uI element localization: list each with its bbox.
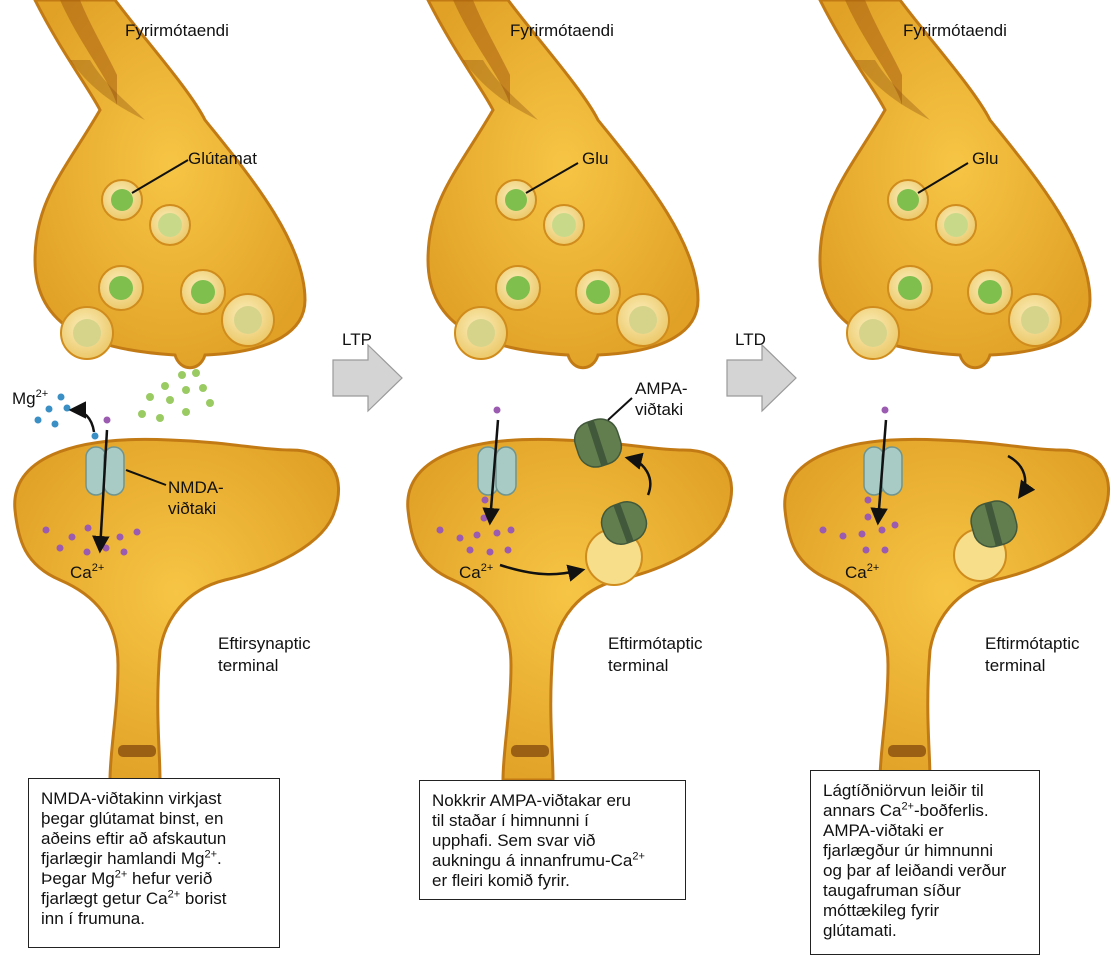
nmda-label-line1: NMDA- <box>168 478 224 497</box>
glu-label: Glu <box>582 149 608 168</box>
glutamate-label: Glútamat <box>188 149 257 168</box>
ltd-transition-arrow: LTD <box>726 330 797 413</box>
caption-line: fjarlægir hamlandi Mg2+. <box>41 848 222 868</box>
glu-label: Glu <box>972 149 998 168</box>
caption-line: og þar af leiðandi verður <box>823 861 1007 880</box>
caption-line: Þegar Mg2+ hefur verið <box>41 868 213 888</box>
presynaptic-label: Fyrirmótaendi <box>903 21 1007 40</box>
caption-line: er fleiri komið fyrir. <box>432 871 570 890</box>
ltp-transition-arrow: LTP <box>332 330 403 413</box>
panel-1-nmda: Fyrirmótaendi Glútamat Mg2+ NMDA- viðtak… <box>12 0 341 782</box>
caption-line: annars Ca2+-boðferlis. <box>823 800 989 820</box>
calcium-ions <box>819 406 899 554</box>
ampa-receptor-membrane <box>573 418 623 468</box>
caption-line: aðeins eftir að afskautun <box>41 829 227 848</box>
caption-line: NMDA-viðtakinn virkjast <box>41 789 222 808</box>
glutamate-cloud <box>138 369 214 422</box>
ampa-receptor-inserting <box>600 501 648 545</box>
postsynaptic-label-line1: Eftirmótaptic <box>608 634 703 653</box>
vesicle-group <box>60 179 275 360</box>
panel-3-ltd: Fyrirmótaendi Glu Ca2+ Eftirmótaptic ter… <box>783 0 1111 782</box>
postsynaptic-label-line2: terminal <box>985 656 1045 675</box>
postsynaptic-label-line2: terminal <box>608 656 668 675</box>
ca-label: Ca2+ <box>459 562 493 582</box>
presynaptic-label: Fyrirmótaendi <box>510 21 614 40</box>
nmda-receptor <box>85 446 125 496</box>
caption-line: þegar glútamat binst, en <box>41 809 224 828</box>
nmda-receptor <box>477 446 517 496</box>
caption-box-ltd: Lágtíðniörvun leiðir til annars Ca2+-boð… <box>810 770 1040 955</box>
panel-2-ltp: Fyrirmótaendi Glu AMPA- viðtaki Ca2+ Eft… <box>406 0 734 782</box>
ltp-label: LTP <box>342 330 372 349</box>
caption-line: fjarlægður úr himnunni <box>823 841 994 860</box>
nmda-receptor <box>863 446 903 496</box>
caption-line: Lágtíðniörvun leiðir til <box>823 781 984 800</box>
mg-label: Mg2+ <box>12 388 48 408</box>
caption-line: AMPA-viðtaki er <box>823 821 944 840</box>
caption-line: glútamati. <box>823 921 897 940</box>
caption-line: til staðar í himnunni í <box>432 811 589 830</box>
postsynaptic-label-line1: Eftirmótaptic <box>985 634 1080 653</box>
vesicle-group <box>846 179 1062 360</box>
postsynaptic-label-line2: terminal <box>218 656 278 675</box>
caption-line: Nokkrir AMPA-viðtakar eru <box>432 791 632 810</box>
magnesium-ions <box>34 393 99 440</box>
ampa-receptor-removed <box>970 500 1018 548</box>
ca-label: Ca2+ <box>845 562 879 582</box>
ltd-label: LTD <box>735 330 766 349</box>
ca-label: Ca2+ <box>70 562 104 582</box>
caption-line: taugafruman síður <box>823 881 961 900</box>
caption-line: móttækileg fyrir <box>823 901 940 920</box>
presynaptic-label: Fyrirmótaendi <box>125 21 229 40</box>
caption-box-nmda: NMDA-viðtakinn virkjast þegar glútamat b… <box>28 778 280 948</box>
vesicle-group <box>454 179 670 360</box>
ampa-label-line1: AMPA- <box>635 379 688 398</box>
caption-line: aukningu á innanfrumu-Ca2+ <box>432 850 645 870</box>
caption-line: inn í frumuna. <box>41 909 145 928</box>
caption-line: upphafi. Sem svar við <box>432 831 596 850</box>
ampa-label-line2: viðtaki <box>635 400 683 419</box>
nmda-label-line2: viðtaki <box>168 499 216 518</box>
caption-box-ltp: Nokkrir AMPA-viðtakar eru til staðar í h… <box>419 780 686 900</box>
postsynaptic-label-line1: Eftirsynaptic <box>218 634 311 653</box>
caption-line: fjarlægt getur Ca2+ borist <box>41 888 227 908</box>
